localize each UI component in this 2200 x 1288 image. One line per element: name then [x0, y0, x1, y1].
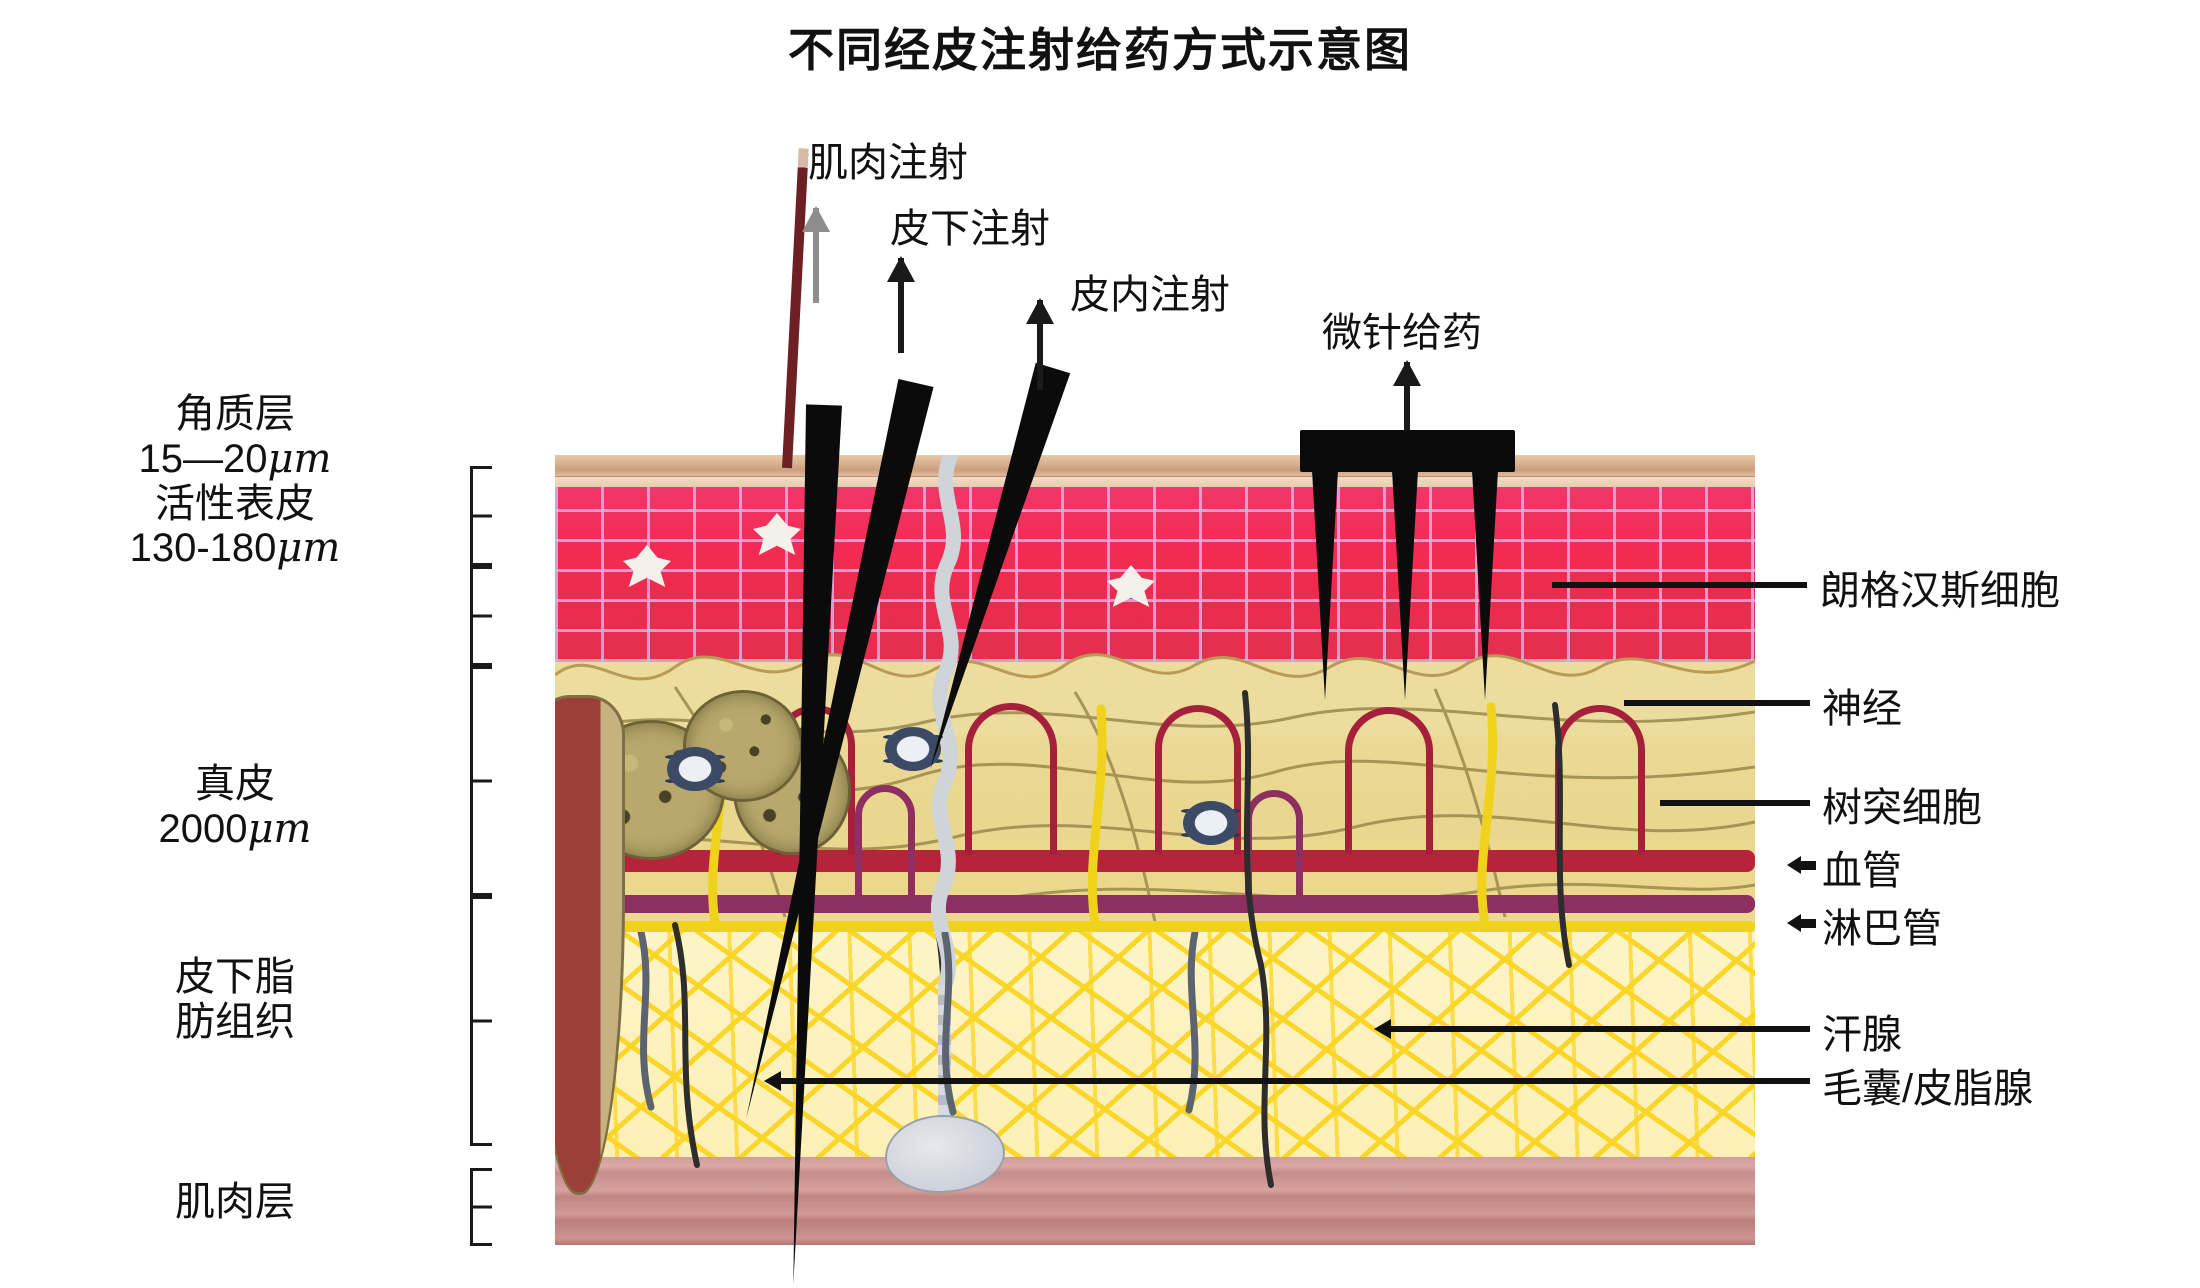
leader-blood-vessel: [1787, 856, 1816, 874]
bracket-epidermis: [470, 466, 492, 566]
arrow-intramuscular: [802, 206, 830, 303]
leader-dendritic-cell: [1660, 800, 1810, 806]
bracket-fat: [470, 896, 492, 1146]
arrow-subcutaneous: [887, 256, 915, 353]
dermis-thickness-value: 2000: [158, 806, 248, 851]
microneedle-tooth: [1312, 470, 1338, 700]
injection-label-intramuscular: 肌肉注射: [808, 141, 968, 185]
dermis-thickness: 2000μm: [60, 805, 410, 852]
epidermis-thickness-value: 130-180: [129, 526, 277, 571]
leader-lymphatic-vessel: [1787, 914, 1816, 932]
dermis-unit: μm: [247, 805, 312, 852]
lymphatic-branch: [855, 785, 915, 900]
label-stratum-corneum: 角质层 15—20μm 活性表皮 130-180μm: [60, 392, 410, 571]
label-subcutaneous-fat: 皮下脂 肪组织: [60, 955, 410, 1045]
dermis-name: 真皮: [195, 762, 275, 806]
bracket-dermis: [470, 666, 492, 896]
leader-sweat-gland: [1374, 1019, 1810, 1039]
dendritic-cell: [1183, 801, 1239, 845]
fat-name-line2: 肪组织: [175, 999, 295, 1044]
fat-vessel-strands: [637, 932, 1199, 1116]
injection-label-intradermal: 皮内注射: [1070, 273, 1230, 317]
leader-nerve: [1624, 700, 1810, 706]
injection-label-microneedle: 微针给药: [1322, 311, 1482, 355]
annotation-hair-follicle-sebaceous: 毛囊/皮脂腺: [1822, 1067, 2034, 1111]
capillary-loop: [965, 703, 1057, 855]
microneedle-base-plate: [1300, 430, 1515, 472]
viable-epidermis-thickness: 130-180μm: [60, 526, 410, 571]
sweat-gland: [885, 1115, 1005, 1193]
label-dermis: 真皮 2000μm: [60, 762, 410, 852]
annotation-langerhans-cell: 朗格汉斯细胞: [1820, 569, 2060, 613]
leader-langerhans-cell: [1552, 582, 1807, 588]
arrow-microneedle: [1393, 360, 1421, 430]
dendritic-cell: [667, 747, 723, 791]
epidermis-unit: μm: [276, 525, 341, 572]
corneum-unit: μm: [267, 435, 332, 482]
microneedle-tooth: [1472, 470, 1498, 700]
dendritic-cell: [885, 727, 941, 771]
annotation-nerve: 神经: [1822, 687, 1902, 731]
layer-viable-epidermis: [555, 487, 1755, 662]
bracket-epidermis-2: [470, 566, 492, 666]
capillary-loop: [1345, 707, 1433, 855]
corneum-thickness-value: 15—20: [138, 436, 268, 481]
fat-name-line1: 皮下脂: [175, 955, 295, 999]
dermal-epidermal-junction: [555, 653, 1755, 735]
stratum-corneum-thickness: 15—20μm: [60, 435, 410, 482]
arrow-intradermal: [1026, 298, 1054, 390]
annotation-sweat-gland: 汗腺: [1822, 1013, 1902, 1057]
layer-muscle: [555, 1157, 1755, 1245]
viable-epidermis-name: 活性表皮: [155, 481, 315, 526]
skin-cross-section: [555, 455, 1755, 1245]
annotation-blood-vessel: 血管: [1822, 849, 1902, 893]
bracket-muscle: [470, 1168, 492, 1246]
leader-hair-follicle-sebaceous: [764, 1071, 1810, 1091]
capillary-loop: [1155, 705, 1241, 855]
layer-subcutaneous-fat: [555, 932, 1755, 1157]
muscle-name: 肌肉层: [175, 1180, 295, 1224]
microneedle-tooth: [1392, 470, 1418, 700]
page-title: 不同经皮注射给药方式示意图: [788, 24, 1412, 76]
annotation-lymphatic-vessel: 淋巴管: [1822, 907, 1942, 951]
nerve-trunk: [555, 921, 1755, 932]
injection-label-subcutaneous: 皮下注射: [890, 207, 1050, 251]
layer-stratum-corneum-lower: [555, 477, 1755, 487]
annotation-dendritic-cell: 树突细胞: [1822, 786, 1982, 830]
sweat-duct-path: [930, 455, 962, 993]
stratum-corneum-name: 角质层: [175, 392, 295, 436]
label-muscle: 肌肉层: [60, 1180, 410, 1225]
